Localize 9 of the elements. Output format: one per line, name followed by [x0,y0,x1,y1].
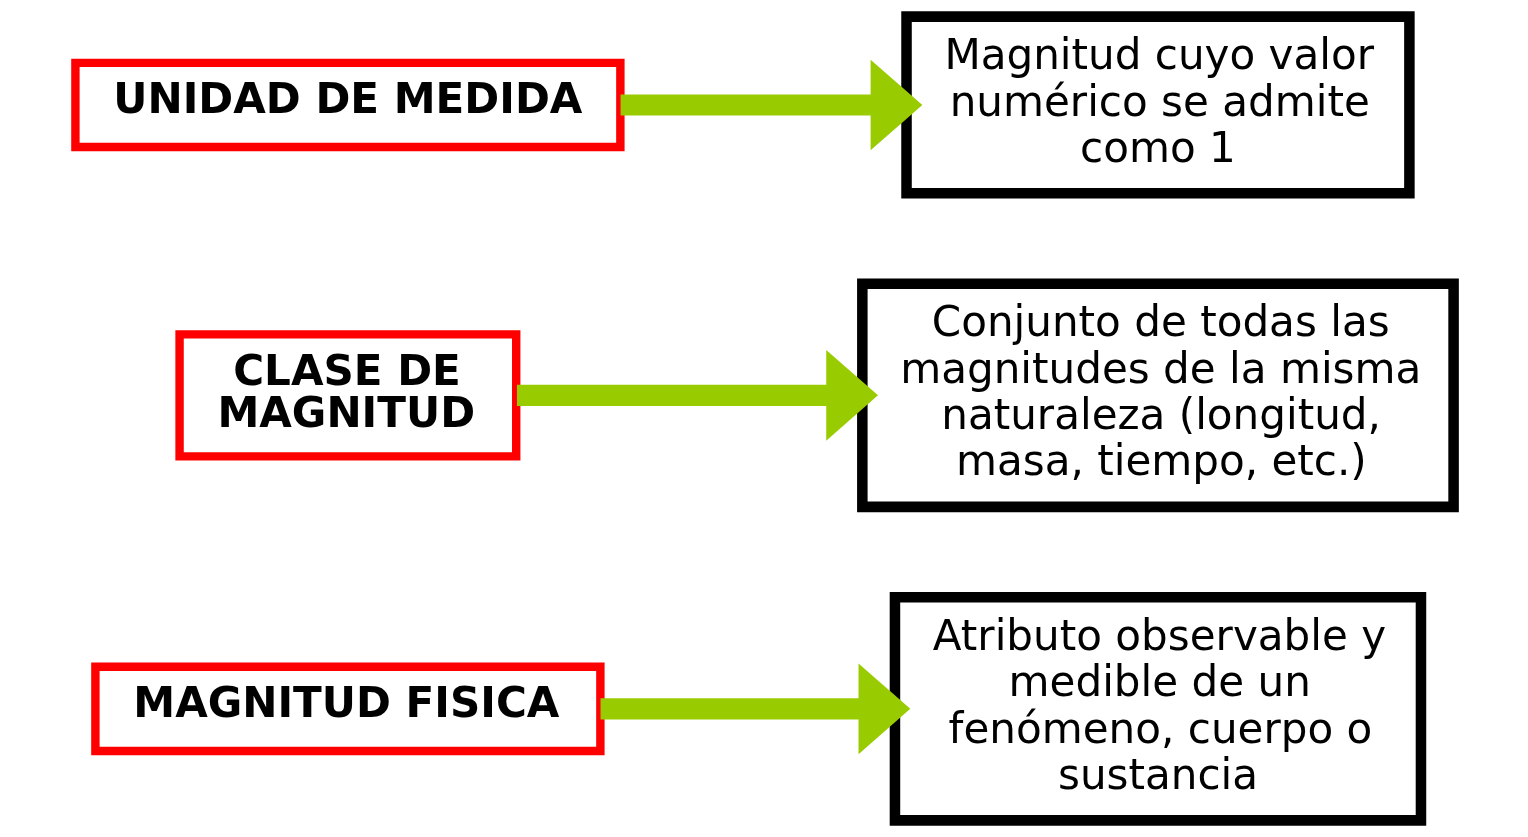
node-box: MAGNITUD FISICA [90,662,605,756]
node-box: Atributo observable y medible de un fenómeno, cuerpo o sustancia [889,592,1426,826]
node-box: Conjunto de todas las magnitudes de la misma naturaleza (longitud, masa, tiempo, etc.) [856,278,1459,513]
arrow [600,663,910,755]
node-box: UNIDAD DE MEDIDA [70,58,625,152]
node-box: Magnitud cuyo valor numérico se admite como 1 [900,11,1415,199]
arrow [620,59,922,151]
arrow [516,350,878,441]
node-box: CLASE DE MAGNITUD [174,330,520,461]
